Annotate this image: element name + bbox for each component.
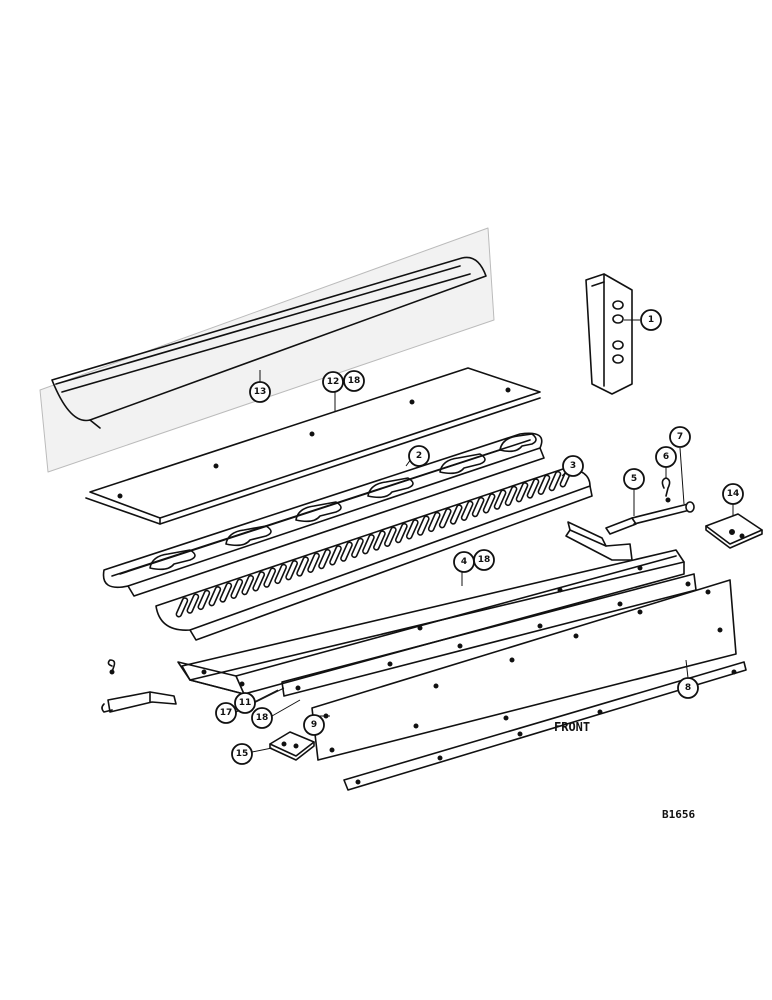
louver-slot — [197, 589, 211, 611]
callout-11-label: 11 — [239, 698, 252, 708]
louver-slot — [438, 508, 452, 529]
louver-slot — [384, 526, 397, 547]
louver-slot — [230, 578, 244, 599]
part-15-small-plate — [269, 731, 315, 761]
callout-8-label: 8 — [685, 683, 691, 693]
part-1-side-post — [585, 273, 633, 395]
part-12-angle-strip — [85, 367, 541, 525]
louver-slot — [373, 530, 386, 551]
louver-slot — [427, 511, 441, 533]
callout-4-18-label: 18 — [478, 555, 491, 565]
louver-slot — [504, 485, 518, 507]
callout-5-label: 5 — [631, 474, 637, 484]
callout-8: 8 — [677, 677, 699, 699]
callout-17-label: 17 — [220, 708, 233, 718]
louver-slot — [394, 522, 408, 544]
callout-12-18: 12 18 — [322, 370, 365, 393]
part-3-louvered-plate — [155, 467, 593, 641]
louver-slot — [405, 519, 419, 540]
louver-slot — [449, 504, 463, 525]
part-5-6-7-pin-and-rod — [605, 477, 695, 535]
part-13-top-shield — [39, 227, 495, 473]
callout-6-label: 6 — [663, 452, 669, 462]
louver-slots — [175, 467, 573, 618]
louver-slot — [252, 571, 266, 592]
louver-slot — [460, 500, 474, 521]
louver-slot — [296, 556, 309, 577]
louver-slot — [307, 552, 320, 573]
louver-slot — [329, 545, 342, 566]
callout-3-label: 3 — [570, 461, 576, 471]
callout-4-18: 4 18 — [453, 549, 495, 573]
callout-18: 18 — [251, 707, 273, 729]
callout-3: 3 — [562, 455, 584, 477]
louver-slot — [416, 515, 430, 536]
louver-slot — [241, 574, 255, 596]
part-2-trough-with-brackets — [102, 432, 545, 597]
callout-11: 11 — [234, 692, 256, 714]
callout-13: 13 — [249, 381, 271, 403]
side-bracket-right — [565, 521, 633, 561]
callout-13-label: 13 — [254, 387, 267, 397]
callout-2-label: 2 — [416, 451, 422, 461]
callout-18-label: 18 — [256, 713, 269, 723]
louver-slot — [318, 548, 331, 570]
callout-14-label: 14 — [727, 489, 740, 499]
leader-lines — [235, 319, 734, 753]
louver-slot — [186, 593, 200, 614]
louver-slot — [482, 493, 496, 514]
callout-4-label: 4 — [461, 557, 467, 567]
louver-slot — [493, 489, 507, 510]
part-11-angle-rail — [177, 549, 685, 695]
louver-slot — [471, 496, 485, 518]
callout-12-18-label: 18 — [348, 376, 361, 386]
louver-slot — [263, 567, 277, 588]
callout-2: 2 — [408, 445, 430, 467]
louver-slot — [219, 582, 233, 603]
part-9-front-panel — [311, 579, 737, 761]
louver-slot — [208, 586, 222, 607]
left-pin-and-clip — [101, 659, 177, 713]
part-17-flat-bar — [281, 573, 697, 697]
callout-14: 14 — [722, 483, 744, 505]
figure-id: B1656 — [662, 808, 695, 821]
callout-7-label: 7 — [677, 432, 683, 442]
louver-slot — [515, 482, 529, 503]
callout-5: 5 — [623, 468, 645, 490]
callout-9: 9 — [303, 714, 325, 736]
callout-12-label: 12 — [327, 377, 340, 387]
louver-slot — [285, 560, 298, 581]
callout-1: 1 — [640, 309, 662, 331]
callout-6: 6 — [655, 446, 677, 468]
part-14-bracket-plate — [705, 513, 763, 549]
front-label: FRONT — [554, 720, 590, 734]
louver-slot — [175, 597, 189, 618]
callout-9-label: 9 — [311, 720, 317, 730]
louver-slot — [340, 541, 353, 562]
callout-1-label: 1 — [648, 315, 654, 325]
louver-slot — [274, 563, 288, 585]
louver-slot — [537, 474, 551, 495]
callout-15: 15 — [231, 743, 253, 765]
louver-slot — [351, 537, 364, 559]
louver-slot — [526, 478, 540, 499]
callout-17: 17 — [215, 702, 237, 724]
callout-7: 7 — [669, 426, 691, 448]
louver-slot — [548, 470, 562, 492]
louver-slot — [362, 534, 375, 555]
callout-15-label: 15 — [236, 749, 249, 759]
